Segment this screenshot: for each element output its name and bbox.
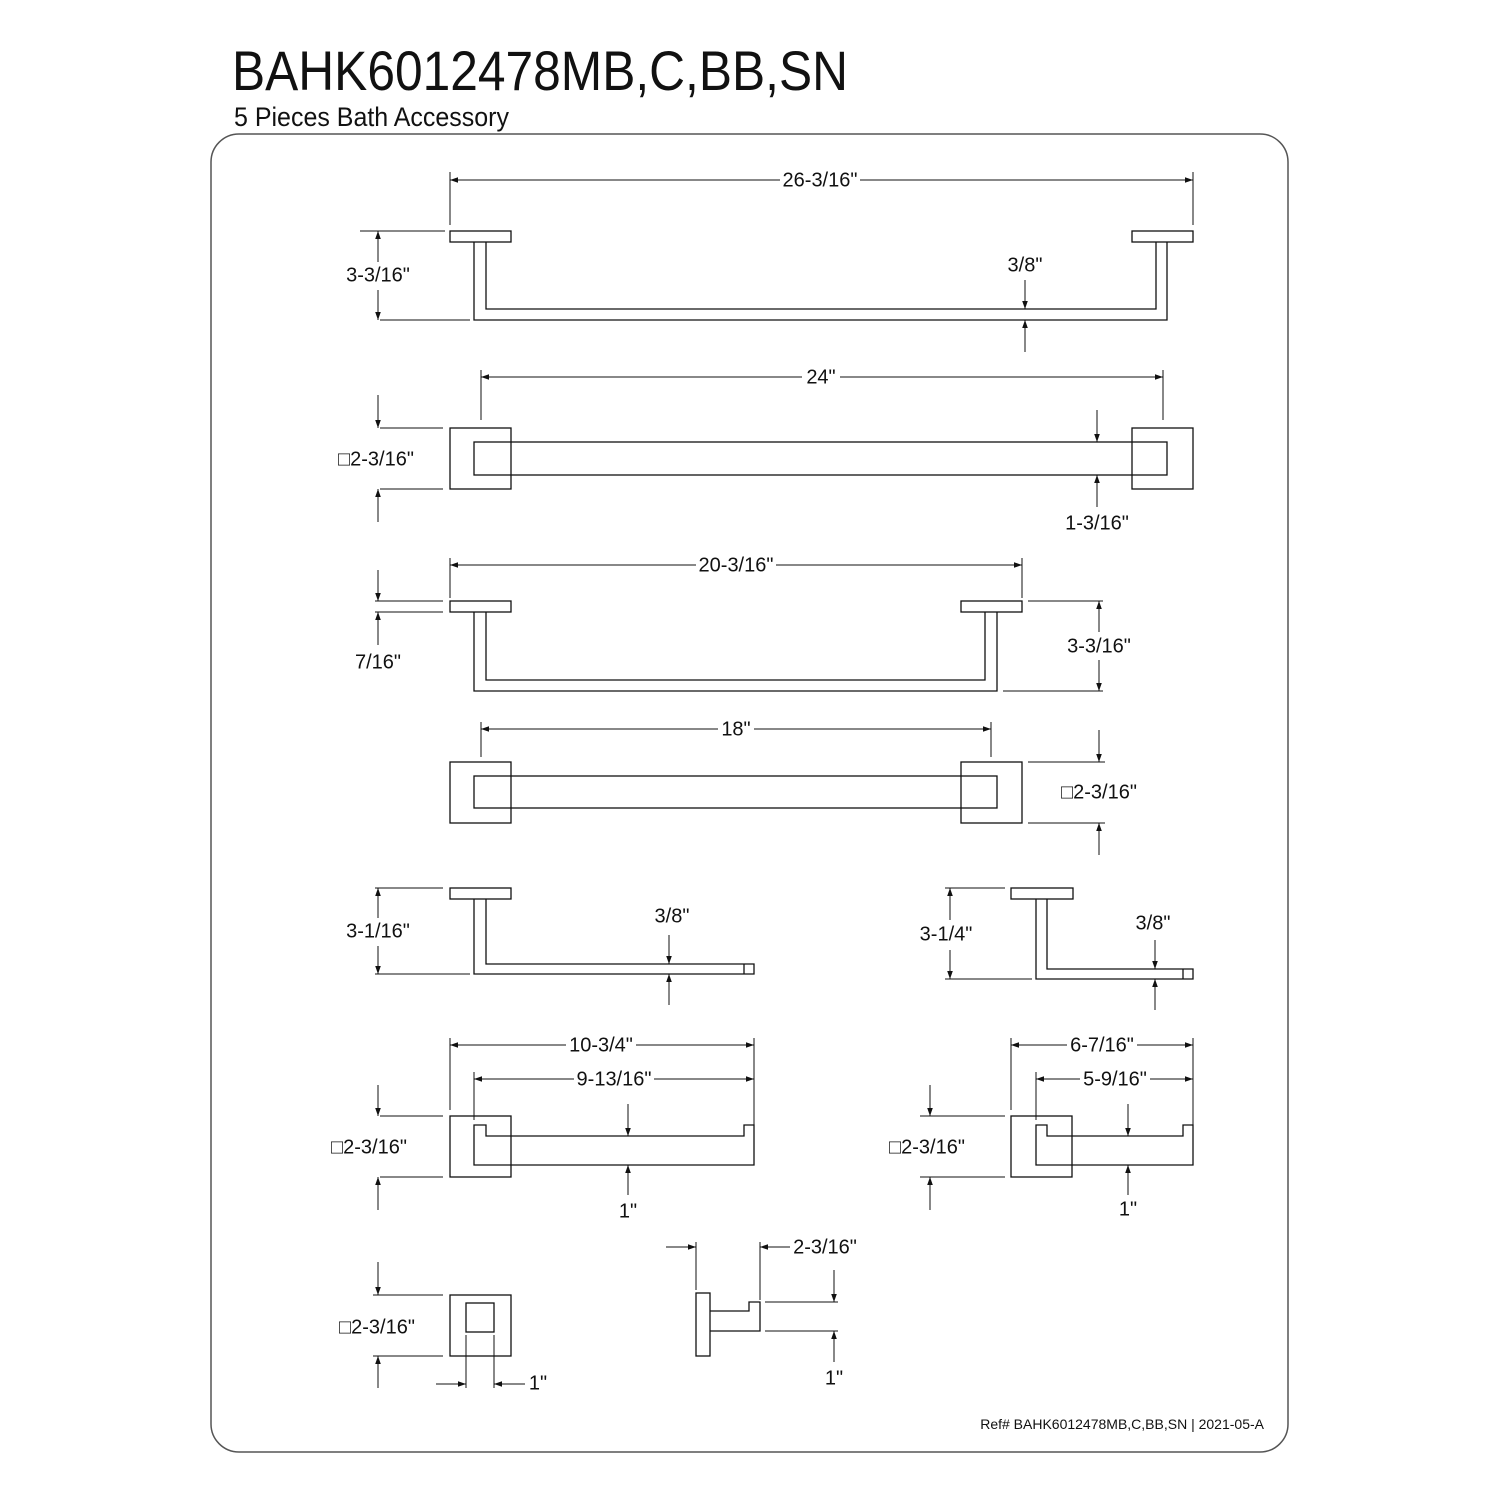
- robe-hook-front-view: □2-3/16" 1": [339, 1262, 547, 1394]
- dim-flange-thickness: 7/16": [355, 651, 401, 673]
- dim-bar-thickness: 3/8": [655, 905, 690, 927]
- dim-overall-width: 26-3/16": [783, 169, 858, 191]
- towel-bar-24-front-view: 24" □2-3/16" 1-3/16": [338, 365, 1194, 534]
- dim-bar-height: 1": [619, 1200, 637, 1222]
- dim-projection: 3-3/16": [1067, 635, 1131, 657]
- reference-number: Ref# BAHK6012478MB,C,BB,SN | 2021-05-A: [980, 1416, 1264, 1432]
- dim-bar-thickness: 3/8": [1136, 912, 1171, 934]
- dim-overall-width: 20-3/16": [699, 554, 774, 576]
- towel-ring-side-view: 3-1/16" 3/8": [346, 887, 755, 1005]
- dim-bar-length: 9-13/16": [577, 1068, 652, 1090]
- dim-bar-length: 18": [721, 718, 750, 740]
- dim-projection: 3-1/16": [346, 920, 410, 942]
- dim-bar-height: 1-3/16": [1065, 512, 1129, 534]
- dim-bar-height: 1": [1119, 1198, 1137, 1220]
- dim-flange: □2-3/16": [331, 1136, 407, 1158]
- dim-bar-length: 24": [806, 366, 835, 388]
- dim-overall-width: 10-3/4": [569, 1034, 633, 1056]
- towel-ring-front-view: 10-3/4" 9-13/16" □2-3/16" 1": [331, 1033, 755, 1222]
- towel-bar-18-front-view: 18" □2-3/16": [449, 717, 1137, 855]
- towel-bar-18-top-view: 20-3/16" 7/16" 3-3/16": [355, 553, 1131, 692]
- dim-hook-height: 1": [825, 1367, 843, 1389]
- paper-holder-side-view: 3-1/4" 3/8": [920, 887, 1194, 1010]
- page-title: BAHK6012478MB,C,BB,SN: [232, 39, 848, 102]
- dim-projection: 3-1/4": [920, 923, 973, 945]
- dim-bar-length: 5-9/16": [1083, 1068, 1147, 1090]
- robe-hook-side-view: 2-3/16" 1": [666, 1236, 857, 1389]
- dim-projection: 3-3/16": [346, 264, 410, 286]
- towel-bar-24-top-view: 26-3/16" 3-3/16" 3/8": [346, 168, 1194, 352]
- dim-flange: □2-3/16": [1061, 781, 1137, 803]
- dim-flange: □2-3/16": [338, 448, 414, 470]
- dim-overall-width: 6-7/16": [1070, 1034, 1134, 1056]
- dim-bar-thickness: 3/8": [1008, 254, 1043, 276]
- dim-hook-width: 1": [529, 1372, 547, 1394]
- dim-flange: □2-3/16": [889, 1136, 965, 1158]
- drawing-frame: [210, 133, 1289, 1453]
- paper-holder-front-view: 6-7/16" 5-9/16" □2-3/16" 1": [889, 1033, 1194, 1220]
- page-subtitle: 5 Pieces Bath Accessory: [234, 102, 509, 132]
- dim-projection: 2-3/16": [793, 1236, 857, 1258]
- dim-flange: □2-3/16": [339, 1316, 415, 1338]
